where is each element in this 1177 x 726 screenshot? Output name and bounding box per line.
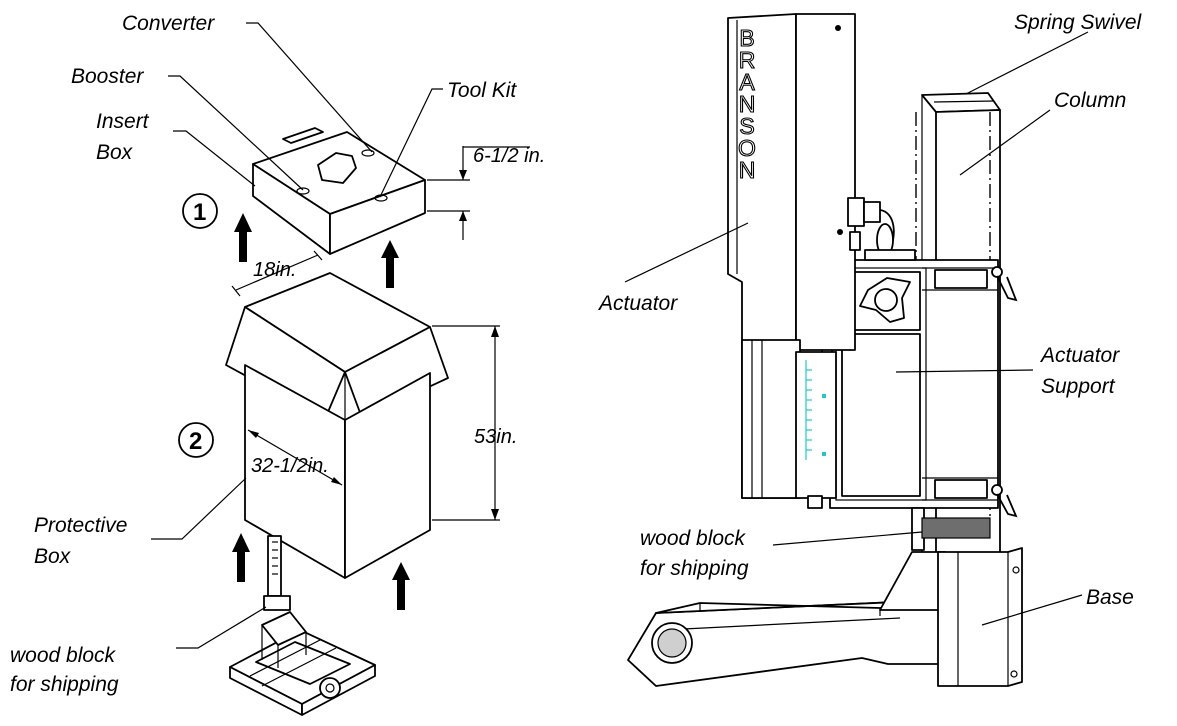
up-arrow-icon bbox=[381, 240, 399, 288]
base bbox=[627, 547, 1023, 687]
wood-block-right-label-line2: for shipping bbox=[640, 557, 749, 580]
brand-letter: R bbox=[739, 47, 756, 73]
column-label: Column bbox=[1054, 89, 1126, 112]
insert-height-label: 6-1/2 in. bbox=[473, 145, 545, 167]
right-callouts: Spring Swivel Column Actuator Actuator S… bbox=[597, 11, 1143, 626]
up-arrow-icon bbox=[392, 562, 410, 610]
brand-letter: A bbox=[739, 69, 755, 95]
booster-label: Booster bbox=[71, 65, 144, 88]
step-1-marker: 1 bbox=[182, 193, 218, 229]
brand-letter: N bbox=[739, 91, 756, 117]
wood-block-left-label-line2: for shipping bbox=[10, 673, 119, 696]
wood-block-right-label-line1: wood block bbox=[640, 527, 747, 550]
brand-letter: O bbox=[738, 135, 756, 161]
branson-brand: B R A N S O N bbox=[738, 24, 757, 183]
box-depth-label: 32-1/2in. bbox=[251, 455, 329, 477]
step-1-number: 1 bbox=[193, 199, 206, 226]
insert-box-label-line1: Insert bbox=[96, 110, 150, 133]
packed-machine bbox=[229, 535, 376, 716]
protective-box-label-line1: Protective bbox=[34, 514, 127, 537]
left-callouts: Converter Booster Tool Kit Insert Box Pr… bbox=[10, 12, 517, 696]
tool-kit-label: Tool Kit bbox=[447, 79, 517, 102]
actuator-support-label-line1: Actuator bbox=[1039, 344, 1120, 367]
insert-box bbox=[252, 127, 426, 255]
converter-label: Converter bbox=[122, 12, 215, 35]
brand-letter: S bbox=[739, 113, 754, 139]
box-depth-dimension: 32-1/2in. bbox=[247, 429, 343, 486]
box-height-label: 53in. bbox=[474, 426, 517, 448]
spring-swivel-label: Spring Swivel bbox=[1014, 11, 1143, 34]
box-width-label: 18in. bbox=[253, 259, 296, 281]
step-2-marker: 2 bbox=[178, 422, 214, 458]
insert-height-dimension: 6-1/2 in. bbox=[427, 145, 545, 240]
actuator bbox=[727, 13, 916, 509]
actuator-support bbox=[821, 259, 1018, 518]
base-label: Base bbox=[1086, 586, 1134, 609]
brand-letter: N bbox=[739, 157, 756, 183]
actuator-label: Actuator bbox=[597, 292, 678, 315]
insert-box-label-line2: Box bbox=[96, 141, 134, 164]
lift-arrows bbox=[232, 213, 410, 610]
up-arrow-icon bbox=[234, 213, 252, 262]
wood-block-left-label-line1: wood block bbox=[10, 644, 117, 667]
up-arrow-icon bbox=[232, 533, 250, 582]
box-width-dimension: 18in. bbox=[231, 250, 323, 297]
actuator-support-label-line2: Support bbox=[1041, 375, 1116, 398]
step-2-number: 2 bbox=[189, 428, 202, 455]
brand-letter: B bbox=[739, 25, 754, 51]
protective-box-label-line2: Box bbox=[34, 545, 72, 568]
box-height-dimension: 53in. bbox=[432, 325, 517, 521]
protective-box bbox=[225, 272, 449, 579]
wood-block-right bbox=[911, 507, 991, 551]
